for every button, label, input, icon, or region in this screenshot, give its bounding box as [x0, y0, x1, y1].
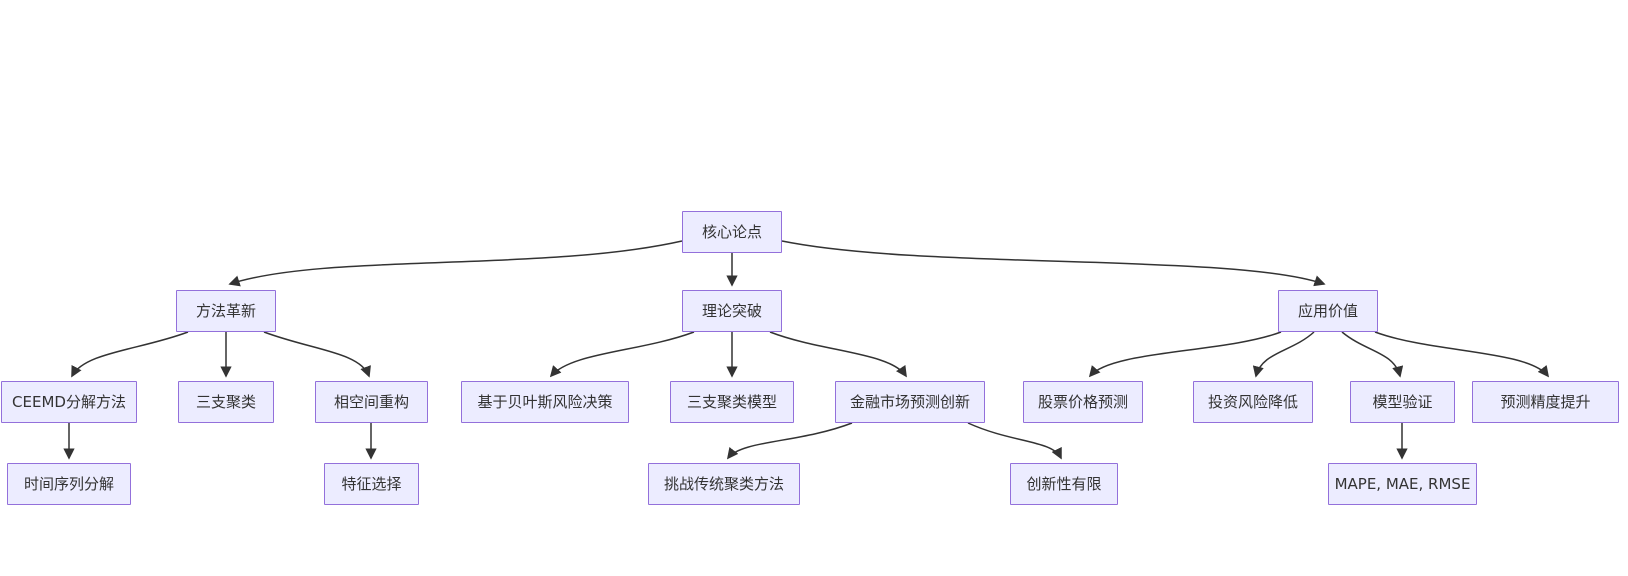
node-bayesian-risk-decision: 基于贝叶斯风险决策 [461, 381, 629, 423]
node-three-way-clustering-label: 三支聚类 [195, 392, 256, 411]
node-model-validation-label: 模型验证 [1372, 392, 1433, 411]
edge-application-to-risk [1252, 331, 1315, 378]
edge-core-to-application [781, 240, 1326, 287]
node-limited-innovation: 创新性有限 [1010, 463, 1118, 505]
node-financial-market-innovation-label: 金融市场预测创新 [849, 392, 970, 411]
node-three-way-clustering: 三支聚类 [178, 381, 274, 423]
node-time-series-decomposition-label: 时间序列分解 [23, 474, 114, 493]
node-method-innovation-label: 方法革新 [195, 301, 256, 320]
edge-method-to-phase-space [263, 331, 371, 378]
node-theory-breakthrough: 理论突破 [682, 290, 782, 332]
edge-application-to-accuracy [1374, 331, 1550, 378]
node-feature-selection-label: 特征选择 [341, 474, 402, 493]
edge-finance-to-challenge [726, 422, 853, 460]
node-phase-space-reconstruction: 相空间重构 [315, 381, 428, 423]
node-ceemd-decomposition: CEEMD分解方法 [1, 381, 137, 423]
node-application-value: 应用价值 [1278, 290, 1378, 332]
node-core-thesis-label: 核心论点 [701, 222, 762, 241]
node-error-metrics-label: MAPE, MAE, RMSE [1334, 474, 1471, 493]
node-stock-price-prediction-label: 股票价格预测 [1037, 392, 1128, 411]
edge-application-to-stock [1088, 331, 1282, 378]
node-model-validation: 模型验证 [1350, 381, 1455, 423]
node-phase-space-reconstruction-label: 相空间重构 [333, 392, 409, 411]
node-financial-market-innovation: 金融市场预测创新 [835, 381, 985, 423]
node-challenge-traditional-clustering-label: 挑战传统聚类方法 [663, 474, 784, 493]
node-method-innovation: 方法革新 [176, 290, 276, 332]
node-error-metrics: MAPE, MAE, RMSE [1328, 463, 1477, 505]
node-bayesian-risk-decision-label: 基于贝叶斯风险决策 [477, 392, 613, 411]
node-investment-risk-reduction-label: 投资风险降低 [1207, 392, 1298, 411]
node-investment-risk-reduction: 投资风险降低 [1193, 381, 1313, 423]
node-three-way-clustering-model: 三支聚类模型 [670, 381, 794, 423]
node-ceemd-decomposition-label: CEEMD分解方法 [12, 392, 126, 411]
node-prediction-accuracy-improvement-label: 预测精度提升 [1500, 392, 1591, 411]
node-feature-selection: 特征选择 [324, 463, 419, 505]
edge-application-to-validation [1341, 331, 1404, 378]
edge-method-to-ceemd [71, 331, 189, 378]
node-challenge-traditional-clustering: 挑战传统聚类方法 [648, 463, 800, 505]
node-limited-innovation-label: 创新性有限 [1026, 474, 1102, 493]
edge-theory-to-finance [769, 331, 907, 378]
node-three-way-clustering-model-label: 三支聚类模型 [686, 392, 777, 411]
node-time-series-decomposition: 时间序列分解 [7, 463, 131, 505]
node-stock-price-prediction: 股票价格预测 [1023, 381, 1143, 423]
edge-finance-to-limited [967, 422, 1062, 460]
node-core-thesis: 核心论点 [682, 211, 782, 253]
edge-core-to-method [228, 240, 683, 287]
node-prediction-accuracy-improvement: 预测精度提升 [1472, 381, 1619, 423]
edge-theory-to-bayes [549, 331, 695, 378]
node-application-value-label: 应用价值 [1297, 301, 1358, 320]
node-theory-breakthrough-label: 理论突破 [701, 301, 762, 320]
